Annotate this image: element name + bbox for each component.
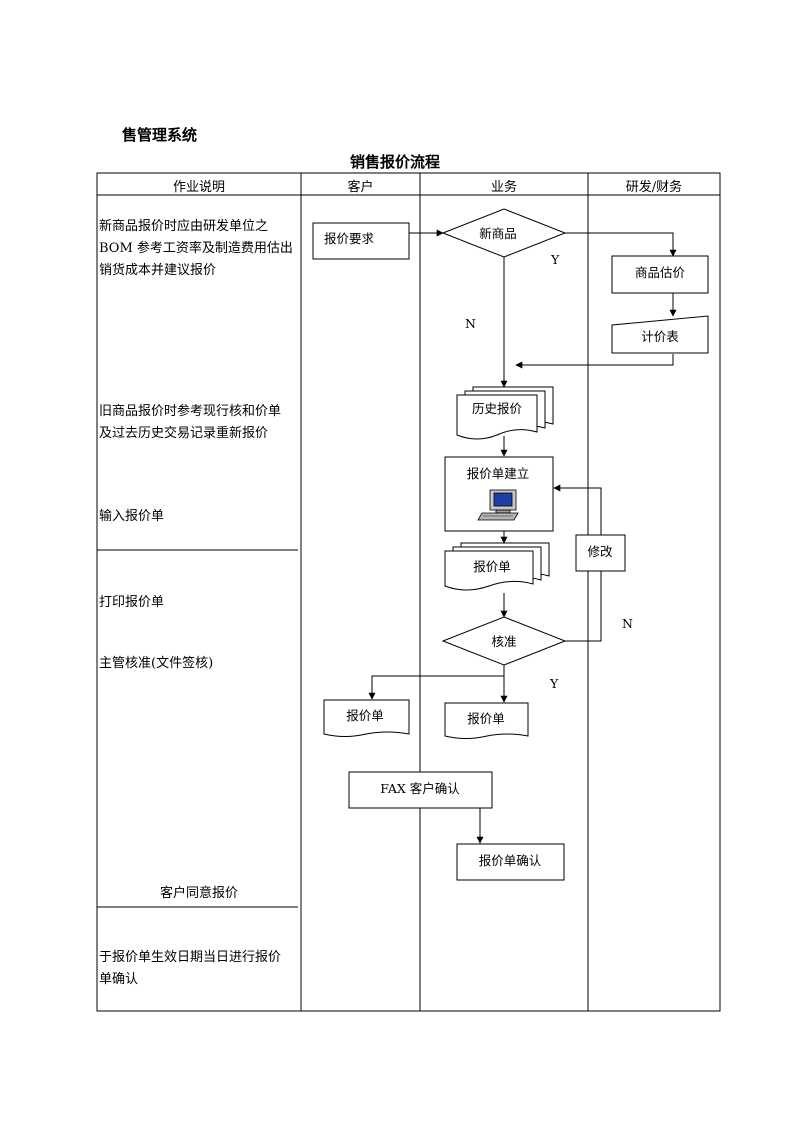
description-line: 新商品报价时应由研发单位之 — [99, 219, 269, 234]
quote-request-label: 报价要求 — [324, 231, 375, 246]
approve-label: 核准 — [491, 634, 516, 649]
customer-quote-document — [323, 699, 410, 737]
fax-confirm-box — [348, 771, 493, 809]
approve-decision — [441, 616, 567, 666]
print-quote-documents — [444, 542, 550, 591]
modify-box — [575, 534, 626, 572]
history-quote-documents — [456, 386, 554, 440]
description-line: BOM 参考工资率及制造费用估出 — [99, 241, 293, 256]
description-line: 输入报价单 — [99, 509, 165, 524]
quote-confirm-label: 报价单确认 — [479, 853, 542, 868]
column-header-business: 业务 — [490, 180, 517, 195]
description-line: 打印报价单 — [99, 595, 165, 610]
description-line: 旧商品报价时参考现行核和价单 — [99, 404, 282, 419]
description-approval: 主管核准(文件签核) — [99, 653, 213, 675]
description-old-product: 旧商品报价时参考现行核和价单 及过去历史交易记录重新报价 — [99, 401, 281, 445]
column-header-description: 作业说明 — [172, 180, 225, 195]
column-header-customer: 客户 — [347, 180, 374, 195]
description-print-quote: 打印报价单 — [99, 592, 164, 614]
price-table-label: 计价表 — [641, 329, 679, 344]
description-line: 主管核准(文件签核) — [99, 656, 214, 671]
new-product-label: 新商品 — [479, 226, 517, 241]
new-product-decision — [441, 208, 567, 258]
column-header-rd-finance: 研发/财务 — [625, 180, 683, 195]
product-estimate-box — [611, 255, 709, 294]
quote-request-box — [312, 222, 410, 260]
modify-label: 修改 — [587, 544, 613, 559]
no-label: N — [622, 616, 633, 631]
fax-confirm-label: FAX 客户确认 — [380, 781, 460, 796]
yes-label: Y — [550, 252, 560, 267]
swimlane-grid — [96, 172, 721, 1012]
description-line: 客户同意报价 — [159, 886, 238, 901]
computer-icon — [477, 489, 519, 521]
description-line: 销货成本并建议报价 — [99, 263, 217, 278]
yes-label: Y — [549, 676, 559, 691]
business-quote-document — [444, 702, 529, 739]
history-quote-label: 历史报价 — [472, 401, 523, 416]
print-quote-label: 报价单 — [473, 559, 511, 574]
description-line: 单确认 — [99, 972, 139, 987]
description-line: 及过去历史交易记录重新报价 — [99, 426, 269, 441]
business-quote-label: 报价单 — [467, 711, 505, 726]
product-estimate-label: 商品估价 — [635, 265, 686, 280]
description-confirm: 于报价单生效日期当日进行报价 单确认 — [99, 947, 281, 991]
flowchart-title: 销售报价流程 — [350, 153, 441, 171]
create-quote-label: 报价单建立 — [467, 466, 530, 481]
document-title: 售管理系统 — [122, 126, 198, 144]
price-table-input — [611, 315, 709, 354]
quote-confirm-box — [456, 843, 565, 881]
description-customer-agree: 客户同意报价 — [97, 883, 301, 905]
description-input-quote: 输入报价单 — [99, 506, 164, 528]
description-new-product: 新商品报价时应由研发单位之 BOM 参考工资率及制造费用估出 销货成本并建议报价 — [99, 216, 293, 282]
customer-quote-label: 报价单 — [346, 708, 384, 723]
description-line: 于报价单生效日期当日进行报价 — [99, 950, 282, 965]
no-label: N — [465, 316, 476, 331]
